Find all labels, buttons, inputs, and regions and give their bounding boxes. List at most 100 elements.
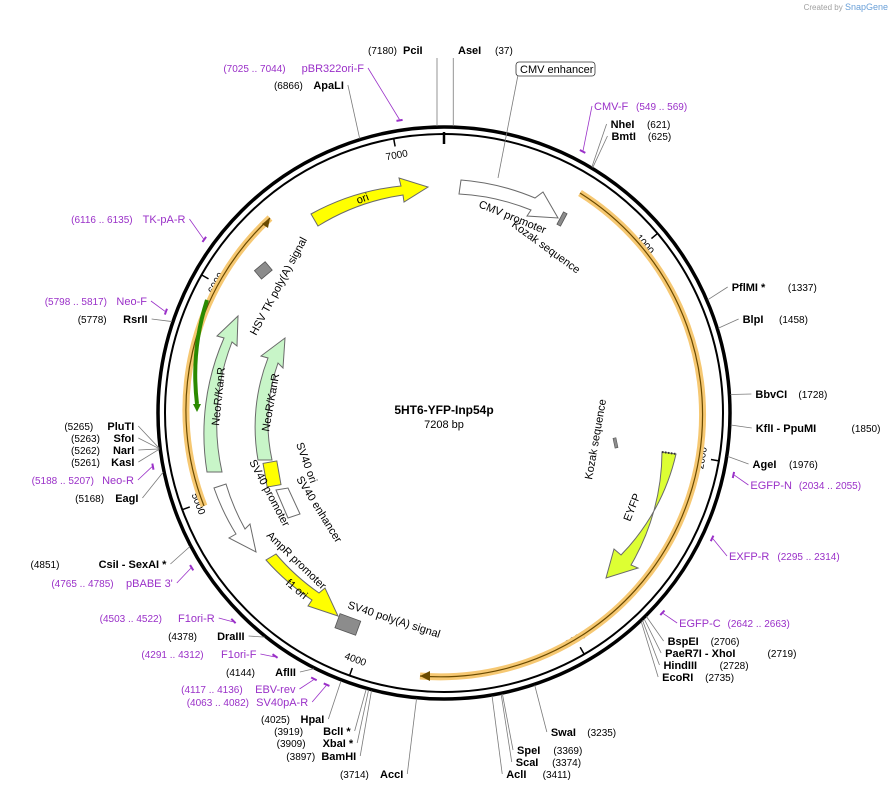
tick-mark-2000: [710, 458, 719, 462]
primer-leader-line: [189, 218, 204, 240]
primer-leader-line: [150, 300, 166, 312]
plasmid-size: 7208 bp: [424, 419, 464, 431]
primer-mark: [709, 535, 715, 542]
enzyme-leader-line: [138, 448, 160, 463]
enzyme-name-acli: AclI: [506, 769, 526, 781]
primer-mark: [659, 609, 666, 616]
primer-name-neo-f: Neo-F: [116, 296, 147, 308]
enzyme-apali: ApaLI(6866): [274, 80, 361, 139]
enzyme-xbai: XbaI *(3909): [277, 689, 369, 750]
primer-mark: [230, 618, 237, 624]
enzyme-leader-line: [138, 437, 160, 450]
enzyme-leader-line: [592, 135, 608, 168]
primer-leader-line: [299, 679, 314, 690]
enzyme-blpi: BlpI(1458): [718, 314, 808, 329]
plasmid-name: 5HT6-YFP-Inp54p: [394, 403, 493, 417]
enzyme-position-kfli: (1850): [852, 424, 881, 435]
primer-mark: [579, 149, 586, 154]
primer-mark: [731, 471, 736, 479]
enzyme-position-blpi: (1458): [779, 315, 808, 326]
enzyme-bbvci: BbvCI(1728): [730, 389, 827, 401]
primer-egfp-n: EGFP-N(2034 .. 2055): [731, 471, 861, 492]
enzyme-leader-line: [491, 695, 503, 775]
primer-name-f1ori-r: F1ori-R: [178, 613, 215, 625]
enzyme-hpai: HpaI(4025): [261, 680, 342, 726]
enzyme-hindiii: HindIII(2728): [642, 620, 749, 672]
enzyme-position-eagi: (5168): [75, 494, 104, 505]
enzyme-acci: AccI(3714): [340, 698, 417, 781]
enzyme-bamhi: BamHI(3897): [286, 690, 372, 763]
enzyme-bspei: BspEI(2706): [646, 616, 739, 648]
enzyme-eagi: EagI (5168): [75, 471, 164, 505]
primer-range-cmv-f: (549 .. 569): [636, 102, 687, 113]
primer-name-neo-r: Neo-R: [102, 475, 134, 487]
enzyme-name-xbai: XbaI *: [323, 738, 354, 750]
enzyme-name-hindiii: HindIII: [663, 660, 697, 672]
primer-range-tk-pa-r: (6116 .. 6135): [71, 215, 133, 226]
sv40-pa-label: SV40 poly(A) signal: [346, 599, 442, 640]
enzyme-name-ecori: EcoRI: [662, 672, 693, 684]
primer-range-f1ori-r: (4503 .. 4522): [100, 614, 162, 625]
eyfp-arrow: EYFP: [605, 451, 677, 579]
primer-leader-line: [712, 538, 728, 557]
primer-cmv-f: CMV-F(549 .. 569): [579, 101, 687, 154]
enzyme-name-csii: CsiI - SexAI *: [99, 559, 168, 571]
kozak-box-mid: [612, 437, 619, 449]
kozak-box-top: [556, 211, 568, 227]
enzyme-position-paer7i: (2719): [768, 649, 797, 660]
tick-label-4000: 4000: [343, 651, 368, 669]
enzyme-name-bmti: BmtI: [611, 131, 635, 143]
enzyme-position-rsrii: (5778): [78, 315, 107, 326]
enzyme-name-eagi: EagI: [115, 493, 138, 505]
cmv-enhancer-callout: CMV enhancer: [497, 61, 596, 179]
enzyme-paer7i: PaeR7I - XhoI (2719): [643, 618, 797, 660]
primer-mark: [151, 463, 155, 470]
enzyme-name-bcli: BclI *: [323, 726, 351, 738]
enzyme-position-nhei: (621): [647, 120, 670, 131]
f1-ori-label: f1 ori: [283, 577, 309, 602]
f1-ori-arrow: f1 ori: [265, 553, 339, 617]
credit-prefix: Created by: [803, 3, 843, 12]
enzyme-position-kasi: (5261): [71, 458, 100, 469]
enzyme-name-paer7i: PaeR7I - XhoI: [665, 648, 735, 660]
enzyme-agei: AgeI(1976): [727, 455, 818, 471]
primer-mark: [271, 653, 279, 659]
primer-mark: [310, 676, 318, 682]
primer-leader-line: [367, 67, 400, 120]
enzyme-position-bcli: (3919): [274, 727, 303, 738]
hsv-tk-label: HSV TK poly(A) signal: [248, 235, 310, 337]
primer-leader-line: [662, 613, 678, 624]
enzyme-leader-line: [591, 123, 607, 168]
primer-mark: [396, 118, 403, 122]
snapgene-logo: SnapGene: [844, 2, 888, 12]
enzyme-csii: CsiI - SexAI *(4851): [31, 546, 191, 571]
kozak-mid-label: Kozak sequence: [583, 398, 609, 480]
enzyme-position-acci: (3714): [340, 770, 369, 781]
enzyme-name-draiii: DraIII: [217, 631, 245, 643]
enzyme-name-nari: NarI: [113, 445, 134, 457]
enzyme-name-pflmi: PflMI *: [732, 282, 766, 294]
enzyme-name-kasi: KasI: [111, 457, 134, 469]
primer-range-pbr322ori-f: (7025 .. 7044): [223, 64, 285, 75]
enzyme-leader-line: [727, 455, 749, 465]
primer-tk-pa-r: TK-pA-R(6116 .. 6135): [71, 214, 207, 243]
primer-range-egfp-c: (2642 .. 2663): [728, 619, 790, 630]
tick-mark-5000: [182, 506, 191, 511]
enzyme-position-scai: (3374): [552, 758, 581, 769]
enzyme-name-rsrii: RsrII: [123, 314, 147, 326]
enzyme-leader-line: [643, 618, 662, 654]
enzyme-leader-line: [534, 685, 548, 733]
enzyme-leader-line: [406, 698, 417, 775]
tick-mark-6000: [201, 274, 209, 280]
neor-inner-arrow: NeoR/KanR: [254, 336, 286, 461]
tick-mark-3000: [579, 646, 585, 655]
enzyme-spei: SpeI(3369): [501, 693, 582, 757]
primer-range-pbabe3: (4765 .. 4785): [51, 579, 113, 590]
enzyme-position-draiii: (4378): [168, 632, 197, 643]
primer-pbr322ori-f: pBR322ori-F(7025 .. 7044): [223, 63, 403, 122]
primer-leader-line: [176, 567, 192, 584]
cmv-enhancer-label: CMV enhancer: [520, 64, 594, 76]
enzyme-scai: ScaI(3374): [500, 694, 581, 769]
primer-leader-line: [734, 474, 749, 486]
enzyme-pflmi: PflMI *(1337): [707, 282, 817, 301]
